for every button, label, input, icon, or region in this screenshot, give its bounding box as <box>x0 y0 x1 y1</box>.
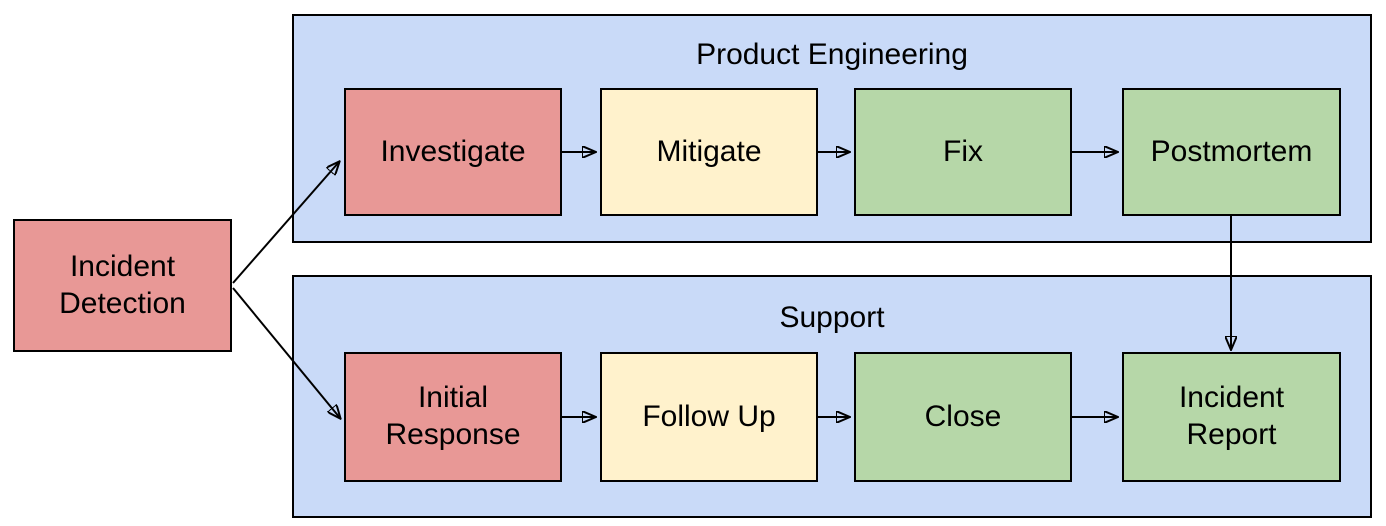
lane-product-engineering: Product Engineering Investigate Mitigate… <box>292 14 1372 243</box>
lane-title-support: Support <box>779 301 885 334</box>
node-incident-report: Incident Report <box>1122 352 1341 482</box>
node-initial-response: Initial Response <box>344 352 562 482</box>
node-incident-detection: Incident Detection <box>13 219 232 352</box>
node-postmortem: Postmortem <box>1122 88 1341 216</box>
node-mitigate: Mitigate <box>600 88 818 216</box>
lane-title-product-engineering: Product Engineering <box>696 38 968 71</box>
node-fix: Fix <box>854 88 1072 216</box>
node-follow-up: Follow Up <box>600 352 818 482</box>
node-close: Close <box>854 352 1072 482</box>
node-investigate: Investigate <box>344 88 562 216</box>
lane-support: Support Initial Response Follow Up Close… <box>292 275 1372 518</box>
